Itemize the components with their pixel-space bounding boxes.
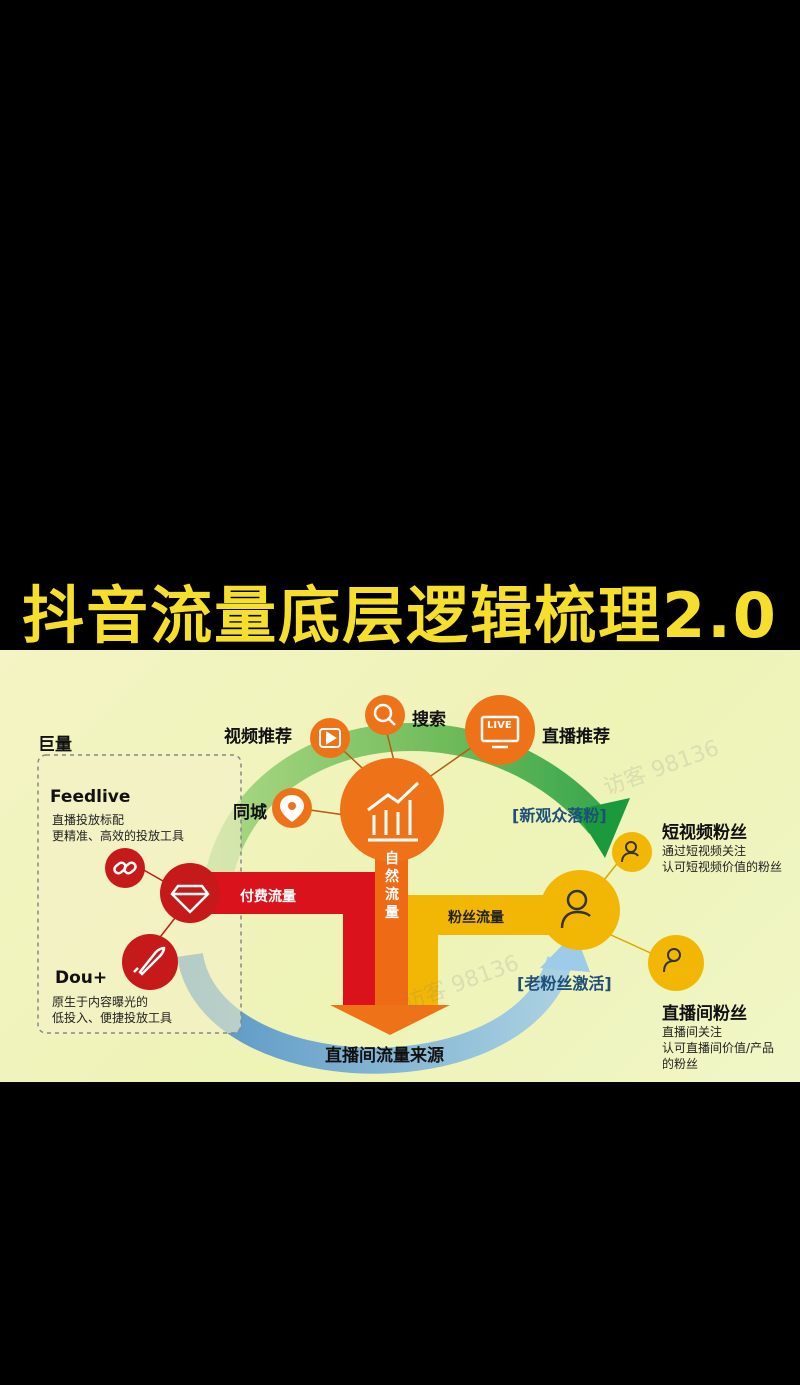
link-icon [113,861,137,875]
old-fans-label: [老粉丝激活] [517,974,612,993]
diagram-graphics [37,695,704,1074]
location-icon [280,795,304,822]
fan-flow-band [408,895,560,1005]
juliang-label: 巨量 [38,735,72,755]
live-tv-icon [480,715,520,749]
dou-desc: 低投入、便捷投放工具 [52,1011,173,1025]
natural-flow-label: 自然流量 [385,851,399,921]
green-arc-arrowhead [575,798,630,858]
source-arrowhead [330,1005,450,1035]
paid-flow-band [190,872,375,1005]
fans-node [540,870,620,950]
live-fans-node [648,935,704,991]
video-rec-label: 视频推荐 [224,727,292,747]
gem-icon [170,884,210,914]
search-icon [373,703,396,726]
live-rec-node [465,695,535,765]
local-label: 同城 [233,803,267,823]
live-badge: LIVE [487,720,512,731]
natural-flow-node [340,758,444,862]
search-label: 搜索 [412,710,446,730]
dou-node [122,934,178,990]
new-audience-label: [新观众落粉] [512,806,607,825]
live-fans-desc: 直播间关注 [662,1025,723,1039]
diagram-panel: 访客 98136 访客 98136 巨量 Feedlive 直播投放标配 更精准… [0,650,800,1082]
user-heart-icon [560,889,591,929]
live-rec-label: 直播推荐 [542,727,610,747]
paid-flow-label: 付费流量 [240,889,296,905]
dou-name: Dou+ [55,968,108,988]
feedlive-desc: 直播投放标配 [52,813,125,827]
feedlive-name: Feedlive [50,787,131,807]
short-video-fans-desc: 认可短视频价值的粉丝 [662,860,783,874]
short-video-fans-desc: 通过短视频关注 [662,844,747,858]
user-star-icon [663,948,681,973]
rocket-icon [133,946,166,976]
short-video-fans-name: 短视频粉丝 [662,823,747,843]
live-fans-desc: 的粉丝 [662,1057,699,1071]
dou-desc: 原生于内容曝光的 [52,995,149,1009]
user-arrow-icon [621,841,639,863]
chart-icon [367,781,420,842]
fan-flow-label: 粉丝流量 [448,910,504,926]
feedlive-desc: 更精准、高效的投放工具 [52,829,185,843]
search-node [365,695,405,735]
play-icon [319,728,341,748]
page-title: 抖音流量底层逻辑梳理2.0 [22,579,778,652]
source-label: 直播间流量来源 [325,1046,444,1066]
live-fans-name: 直播间粉丝 [662,1004,747,1024]
live-fans-desc: 认可直播间价值/产品 [662,1041,775,1055]
